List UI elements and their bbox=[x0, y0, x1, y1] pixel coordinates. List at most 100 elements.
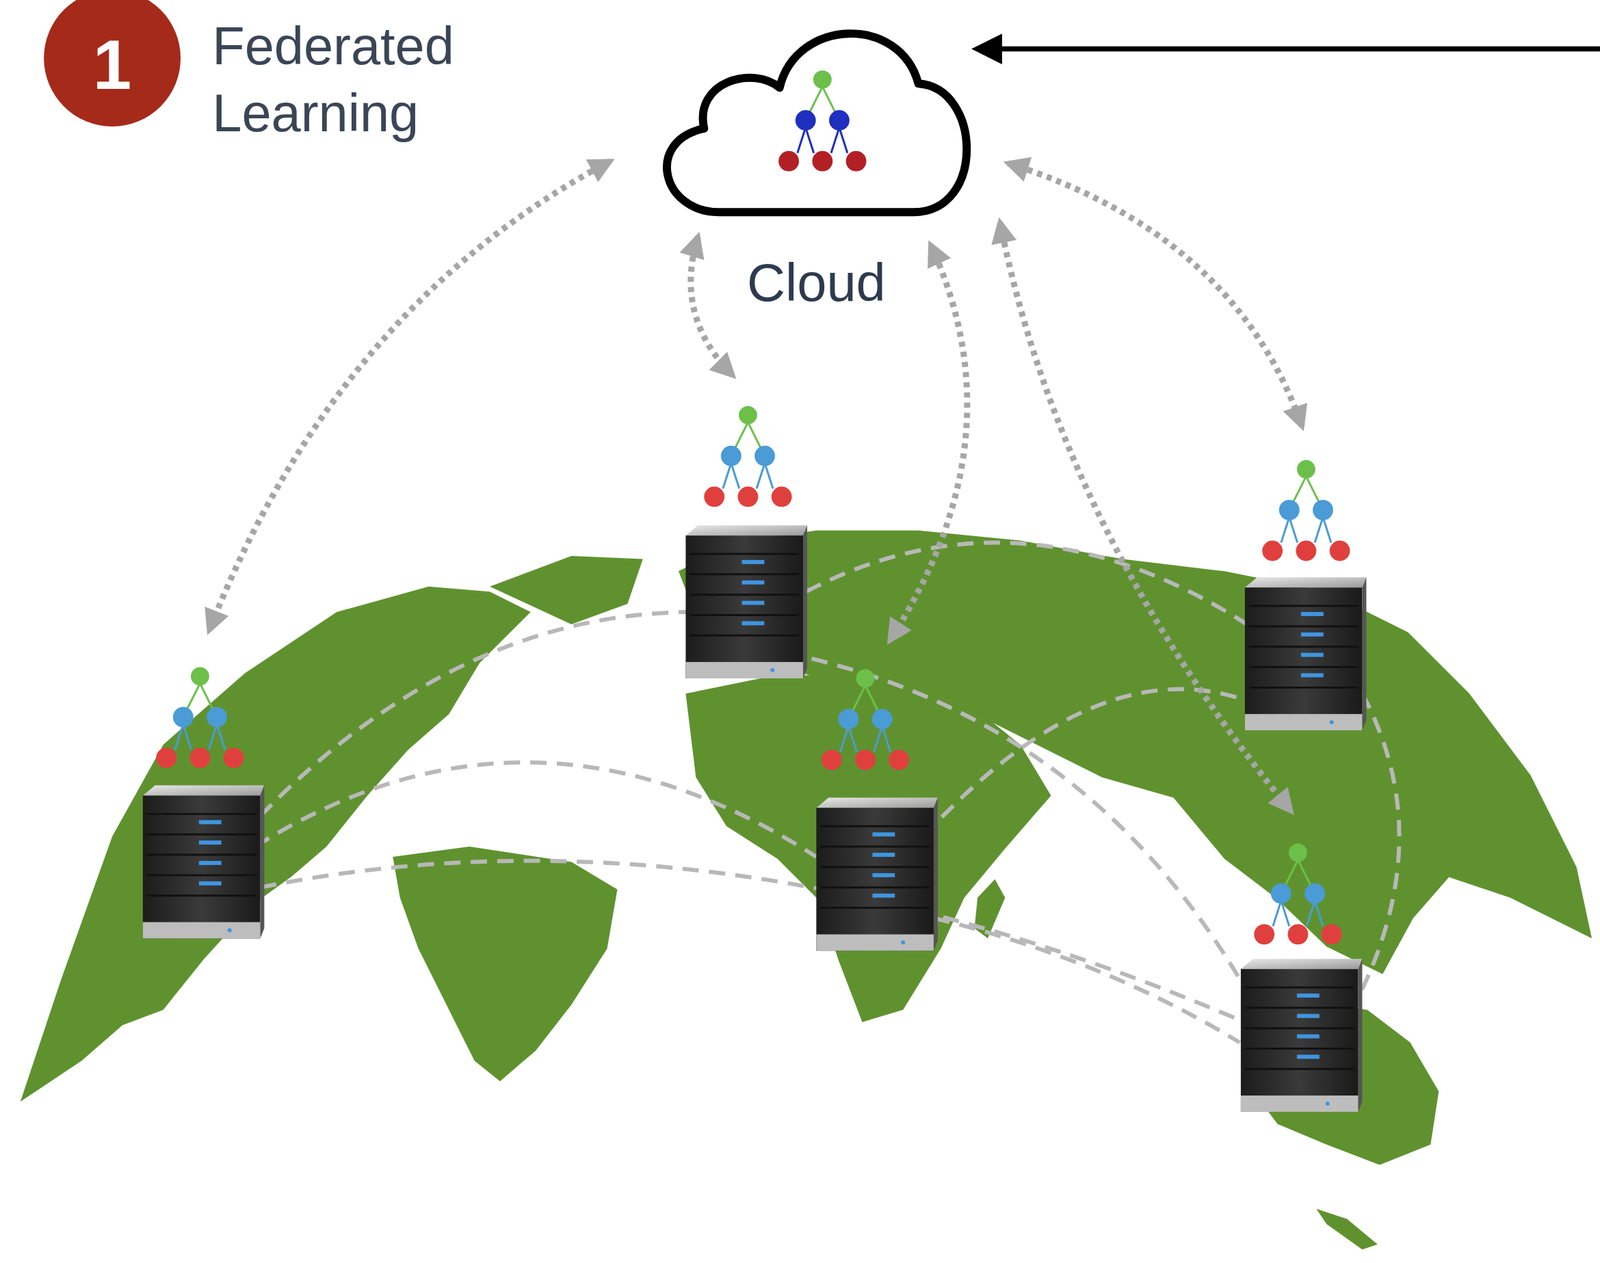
server-slot bbox=[1249, 605, 1359, 608]
tree-edge bbox=[187, 683, 201, 709]
server-icon bbox=[1240, 959, 1363, 1113]
tree-edge bbox=[809, 86, 823, 113]
server-led bbox=[1329, 720, 1334, 725]
tree-edge bbox=[1281, 517, 1290, 543]
sync-arrow bbox=[209, 161, 611, 631]
server-light bbox=[1301, 653, 1324, 658]
servers bbox=[142, 525, 1367, 1113]
sync-arrow bbox=[1008, 163, 1303, 427]
server-slot bbox=[689, 614, 799, 617]
server-slot bbox=[820, 907, 930, 910]
tree-leaf bbox=[771, 487, 793, 508]
server-slot bbox=[147, 833, 257, 836]
tree-node bbox=[795, 110, 817, 131]
server-light bbox=[1296, 993, 1320, 999]
server-slot bbox=[1249, 645, 1359, 648]
server-base bbox=[142, 922, 261, 939]
server-base bbox=[816, 934, 934, 951]
server-slot bbox=[820, 886, 930, 889]
tree-edge bbox=[735, 422, 749, 449]
tree-edge bbox=[797, 127, 806, 153]
tree-leaf bbox=[888, 749, 910, 771]
tree-node bbox=[829, 110, 850, 131]
tree-edge bbox=[1289, 517, 1298, 543]
server-slot bbox=[689, 553, 799, 556]
tree-leaf bbox=[189, 747, 211, 769]
network-link bbox=[1357, 693, 1400, 1001]
network-link bbox=[255, 762, 817, 858]
tree-leaf bbox=[703, 487, 725, 508]
tree-node bbox=[1304, 883, 1326, 905]
server-icon bbox=[685, 525, 808, 679]
continent bbox=[974, 879, 1006, 940]
server-slot bbox=[1244, 1006, 1355, 1009]
server-side bbox=[1357, 959, 1362, 1113]
sync-arrows bbox=[209, 161, 1303, 812]
network-link bbox=[805, 543, 1247, 625]
server-slot bbox=[1244, 1068, 1355, 1071]
tree-edge bbox=[1281, 900, 1290, 927]
server-light bbox=[199, 820, 222, 825]
server-top bbox=[142, 785, 265, 797]
server-base bbox=[1244, 714, 1363, 731]
server-light bbox=[872, 853, 895, 858]
tree-node bbox=[754, 446, 776, 467]
server-light bbox=[1296, 1054, 1320, 1059]
server-side bbox=[1361, 577, 1367, 731]
tree-edge bbox=[175, 724, 184, 750]
sync-arrow bbox=[889, 244, 968, 641]
server-slot bbox=[147, 874, 257, 877]
server-led bbox=[900, 940, 906, 945]
cloud-shape: Cloud bbox=[643, 0, 990, 319]
tree-leaf bbox=[1253, 924, 1275, 945]
tree-edge bbox=[1314, 517, 1323, 543]
server-light bbox=[199, 881, 222, 886]
server-top bbox=[1244, 577, 1367, 588]
server-light bbox=[872, 873, 895, 878]
tree-leaf bbox=[1262, 541, 1283, 562]
tree-edge bbox=[723, 463, 732, 489]
tree-leaf bbox=[846, 151, 867, 172]
tree-leaf bbox=[778, 151, 799, 172]
server-slot bbox=[1244, 986, 1355, 989]
node-label: Cloud bbox=[643, 251, 990, 314]
server-side bbox=[803, 525, 808, 679]
tree-edge bbox=[183, 724, 192, 750]
tree-node bbox=[872, 709, 893, 730]
server-slot bbox=[689, 634, 799, 637]
server-icon bbox=[142, 785, 265, 940]
tree-edge bbox=[839, 127, 848, 153]
callout-circle: 1 bbox=[43, 0, 181, 127]
server-slot bbox=[147, 854, 257, 857]
server-light bbox=[741, 601, 765, 606]
tree-leaf bbox=[223, 747, 245, 769]
server-slot bbox=[1244, 1027, 1355, 1030]
tree-edge bbox=[1293, 476, 1307, 503]
tree-root bbox=[1296, 460, 1316, 479]
title: Federated Learning bbox=[212, 12, 509, 148]
server-front bbox=[1244, 587, 1363, 731]
server-top bbox=[685, 525, 808, 536]
tree-leaf bbox=[1288, 924, 1309, 945]
callout-number: 1 bbox=[93, 29, 132, 99]
server-light bbox=[199, 840, 222, 845]
sync-arrow bbox=[690, 236, 733, 376]
tree-leaf bbox=[1329, 541, 1351, 562]
server-light bbox=[1296, 1014, 1320, 1019]
tree-root bbox=[813, 70, 832, 89]
tree-edge bbox=[848, 726, 857, 752]
continent bbox=[20, 586, 531, 1103]
model-tree bbox=[1253, 844, 1342, 946]
server-light bbox=[1301, 673, 1324, 678]
server-light bbox=[872, 894, 895, 899]
server-base bbox=[1240, 1095, 1359, 1113]
tree-edge bbox=[840, 726, 849, 752]
tree-edge bbox=[756, 463, 765, 489]
server-led bbox=[770, 668, 775, 673]
network-links bbox=[255, 543, 1400, 1044]
tree-root bbox=[856, 669, 875, 689]
tree-edge bbox=[1273, 900, 1282, 927]
server-slot bbox=[147, 813, 257, 816]
tree-edge bbox=[731, 463, 740, 489]
tree-edge bbox=[1322, 517, 1332, 543]
